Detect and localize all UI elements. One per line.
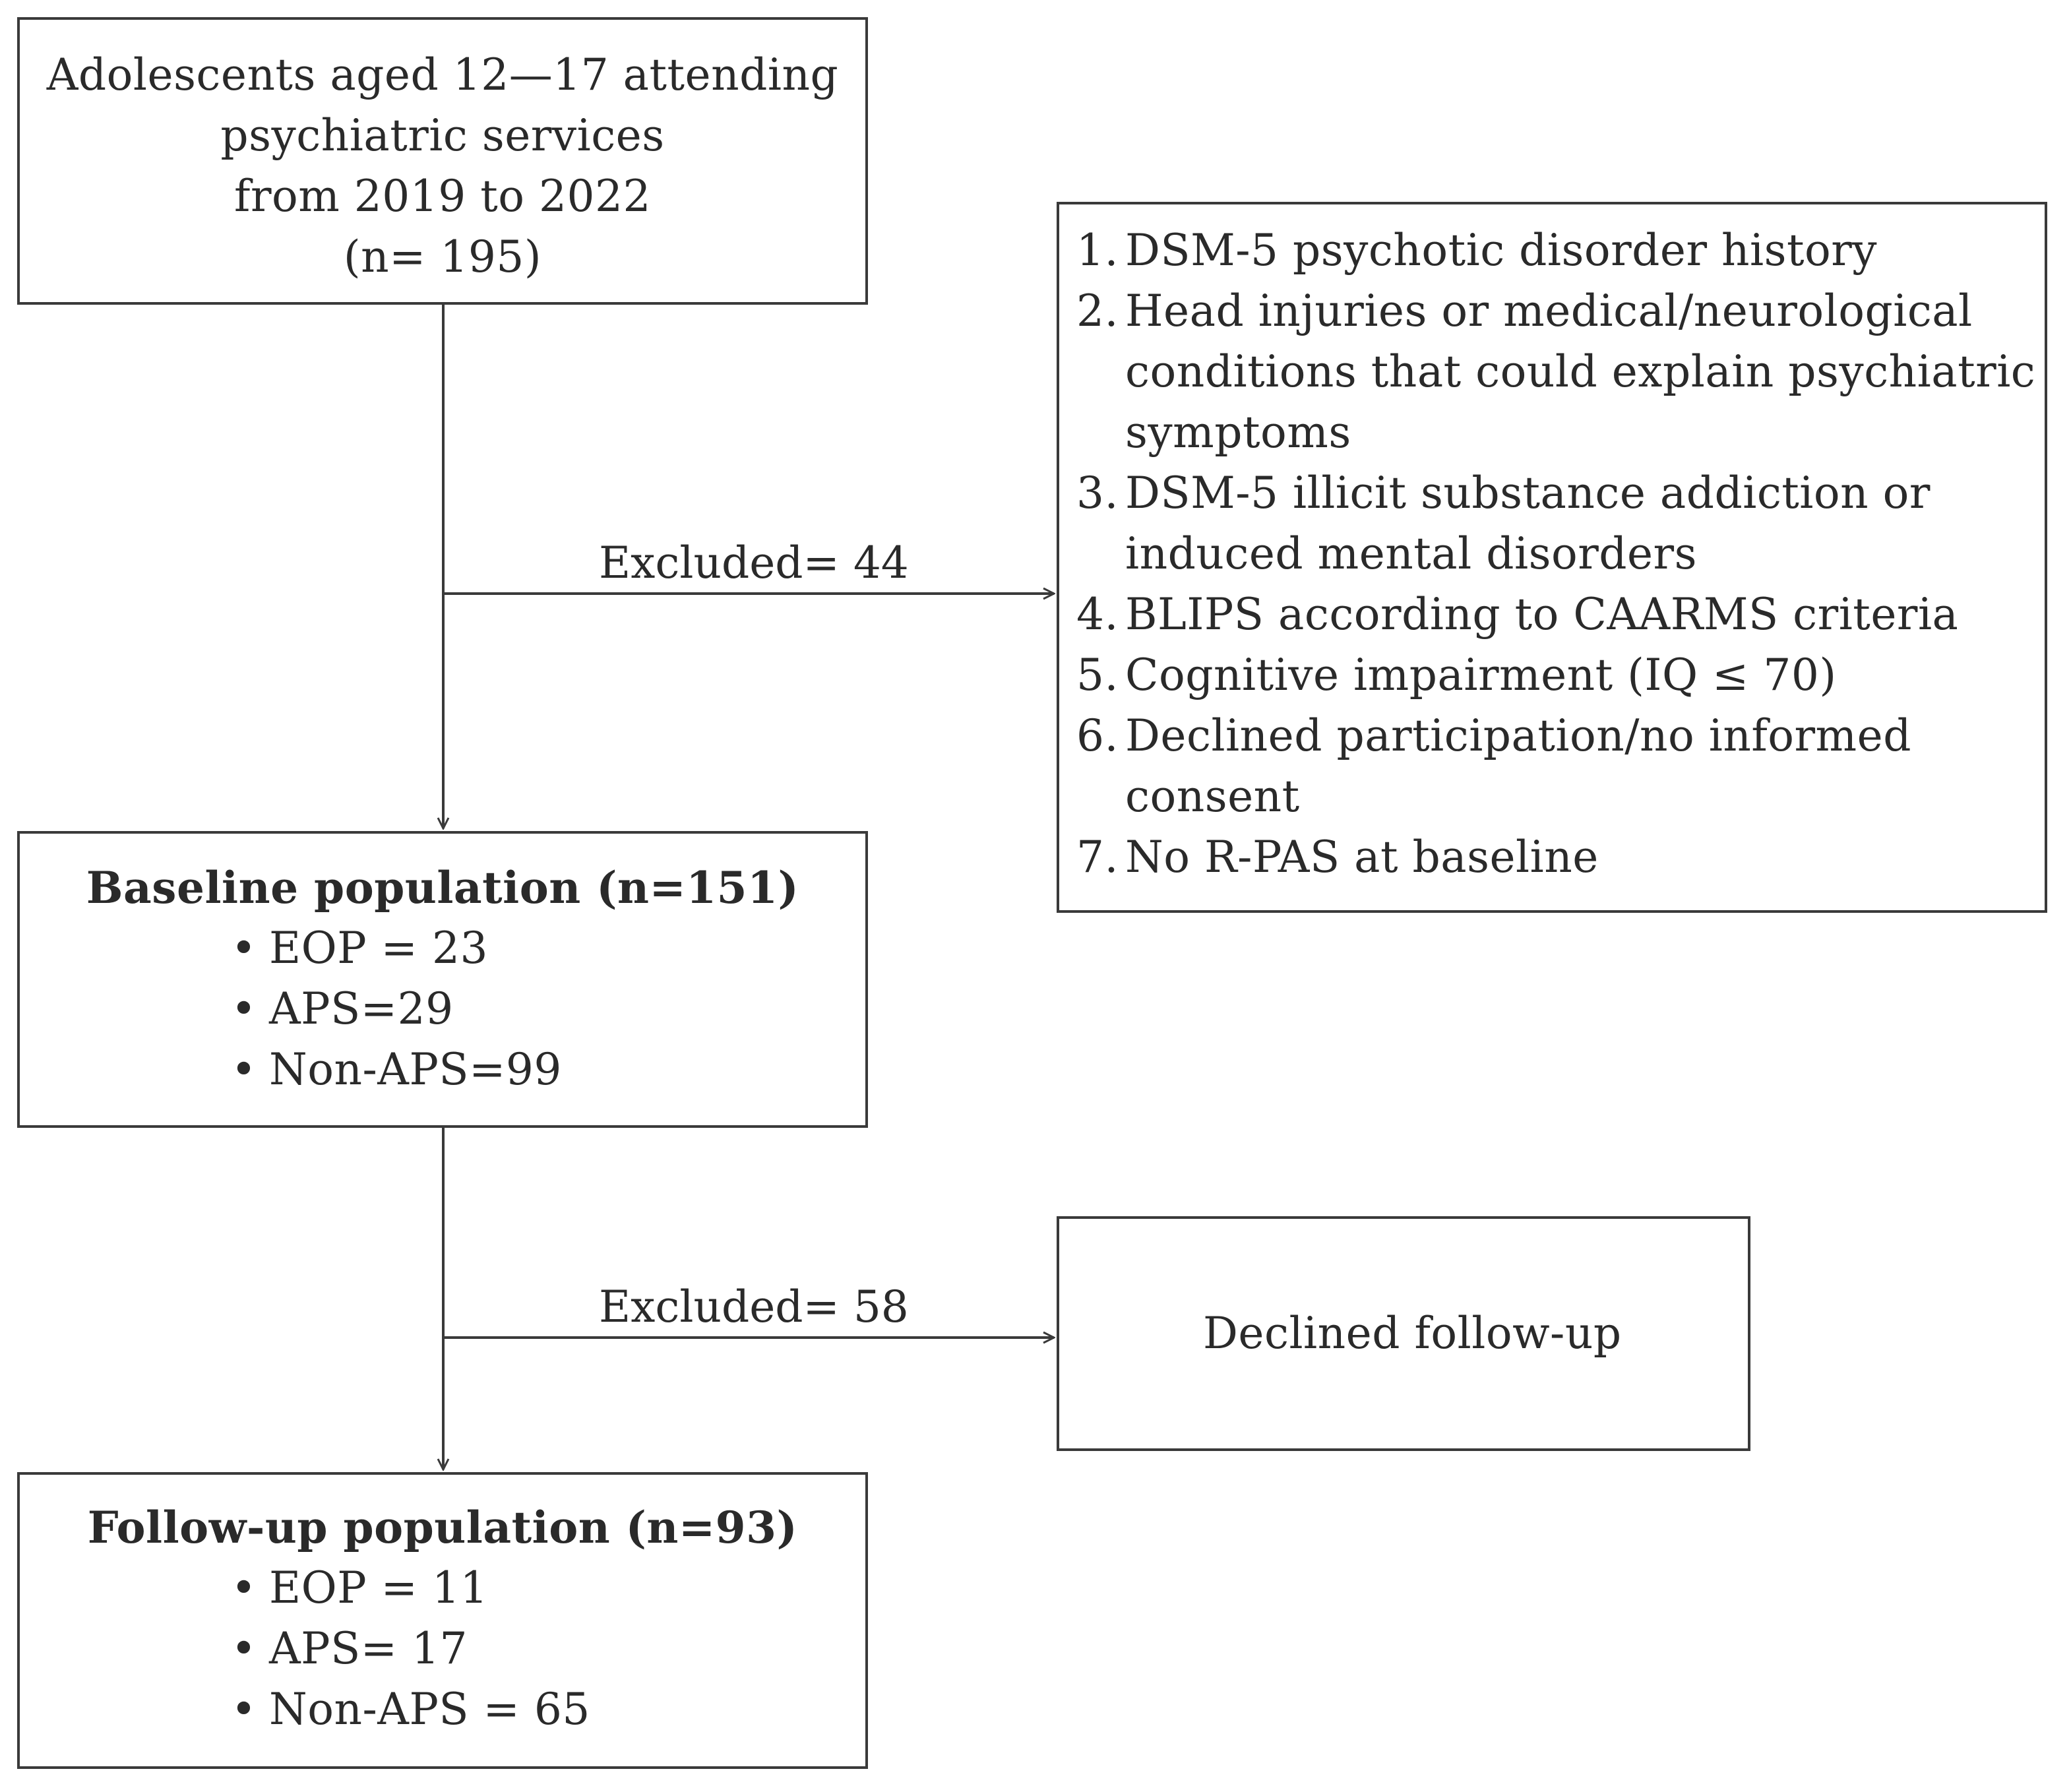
followup-group-item: • Non-APS = 65 bbox=[231, 1679, 865, 1740]
criterion-item: 2. Head injuries or medical/neurological… bbox=[1076, 281, 2045, 463]
baseline-group-text: Non-APS=99 bbox=[269, 1044, 562, 1095]
criterion-item: 5. Cognitive impairment (IQ ≤ 70) bbox=[1076, 645, 2045, 706]
bullet-icon: • bbox=[231, 983, 257, 1034]
intake-box: Adolescents aged 12—17 attending psychia… bbox=[17, 17, 868, 305]
bullet-icon: • bbox=[231, 1044, 257, 1095]
followup-group-text: Non-APS = 65 bbox=[269, 1684, 590, 1735]
criterion-text: Head injuries or medical/neurological co… bbox=[1125, 286, 2036, 458]
followup-group-item: • EOP = 11 bbox=[231, 1558, 865, 1619]
criterion-text: Cognitive impairment (IQ ≤ 70) bbox=[1125, 650, 1837, 700]
criterion-number: 7. bbox=[1076, 832, 1119, 882]
intake-line: Adolescents aged 12—17 attending bbox=[46, 49, 839, 100]
bullet-icon: • bbox=[231, 1562, 257, 1613]
followup-group-item: • APS= 17 bbox=[231, 1619, 865, 1679]
exclusion1-label: Excluded= 44 bbox=[599, 538, 909, 588]
baseline-group-text: EOP = 23 bbox=[269, 923, 488, 973]
followup-title: Follow-up population (n=93) bbox=[87, 1502, 798, 1553]
criterion-text: DSM-5 illicit substance addiction or ind… bbox=[1125, 468, 1931, 579]
criterion-number: 3. bbox=[1076, 468, 1119, 518]
declined-followup-box: Declined follow-up bbox=[1057, 1216, 1750, 1451]
criterion-number: 2. bbox=[1076, 286, 1119, 336]
criterion-text: BLIPS according to CAARMS criteria bbox=[1125, 589, 1959, 640]
criterion-item: 4. BLIPS according to CAARMS criteria bbox=[1076, 584, 2045, 645]
criterion-number: 5. bbox=[1076, 650, 1119, 700]
exclusion2-label: Excluded= 58 bbox=[599, 1282, 909, 1332]
bullet-icon: • bbox=[231, 923, 257, 973]
baseline-group-text: APS=29 bbox=[269, 983, 454, 1034]
criterion-text: No R-PAS at baseline bbox=[1125, 832, 1599, 882]
intake-line: psychiatric services bbox=[220, 110, 665, 161]
bullet-icon: • bbox=[231, 1684, 257, 1735]
exclusion-criteria-box: 1. DSM-5 psychotic disorder history 2. H… bbox=[1057, 202, 2047, 913]
followup-group-text: EOP = 11 bbox=[269, 1562, 488, 1613]
criterion-number: 1. bbox=[1076, 225, 1119, 276]
baseline-group-item: • Non-APS=99 bbox=[231, 1039, 865, 1100]
followup-population-box: Follow-up population (n=93) • EOP = 11 •… bbox=[17, 1472, 868, 1769]
criterion-text: Declined participation/no informed conse… bbox=[1125, 710, 1911, 822]
baseline-group-item: • APS=29 bbox=[231, 979, 865, 1039]
declined-reason: Declined follow-up bbox=[1203, 1308, 1622, 1359]
intake-line: from 2019 to 2022 bbox=[234, 171, 651, 222]
criterion-number: 6. bbox=[1076, 710, 1119, 761]
baseline-group-item: • EOP = 23 bbox=[231, 918, 865, 979]
criterion-number: 4. bbox=[1076, 589, 1119, 640]
criterion-item: 6. Declined participation/no informed co… bbox=[1076, 706, 2045, 827]
baseline-title: Baseline population (n=151) bbox=[86, 862, 799, 913]
criterion-item: 7. No R-PAS at baseline bbox=[1076, 827, 2045, 888]
intake-count: (n= 195) bbox=[343, 232, 542, 282]
criterion-item: 1. DSM-5 psychotic disorder history bbox=[1076, 220, 2045, 281]
criterion-text: DSM-5 psychotic disorder history bbox=[1125, 225, 1878, 276]
followup-group-text: APS= 17 bbox=[269, 1623, 468, 1674]
baseline-population-box: Baseline population (n=151) • EOP = 23 •… bbox=[17, 831, 868, 1128]
criterion-item: 3. DSM-5 illicit substance addiction or … bbox=[1076, 463, 2045, 584]
bullet-icon: • bbox=[231, 1623, 257, 1674]
